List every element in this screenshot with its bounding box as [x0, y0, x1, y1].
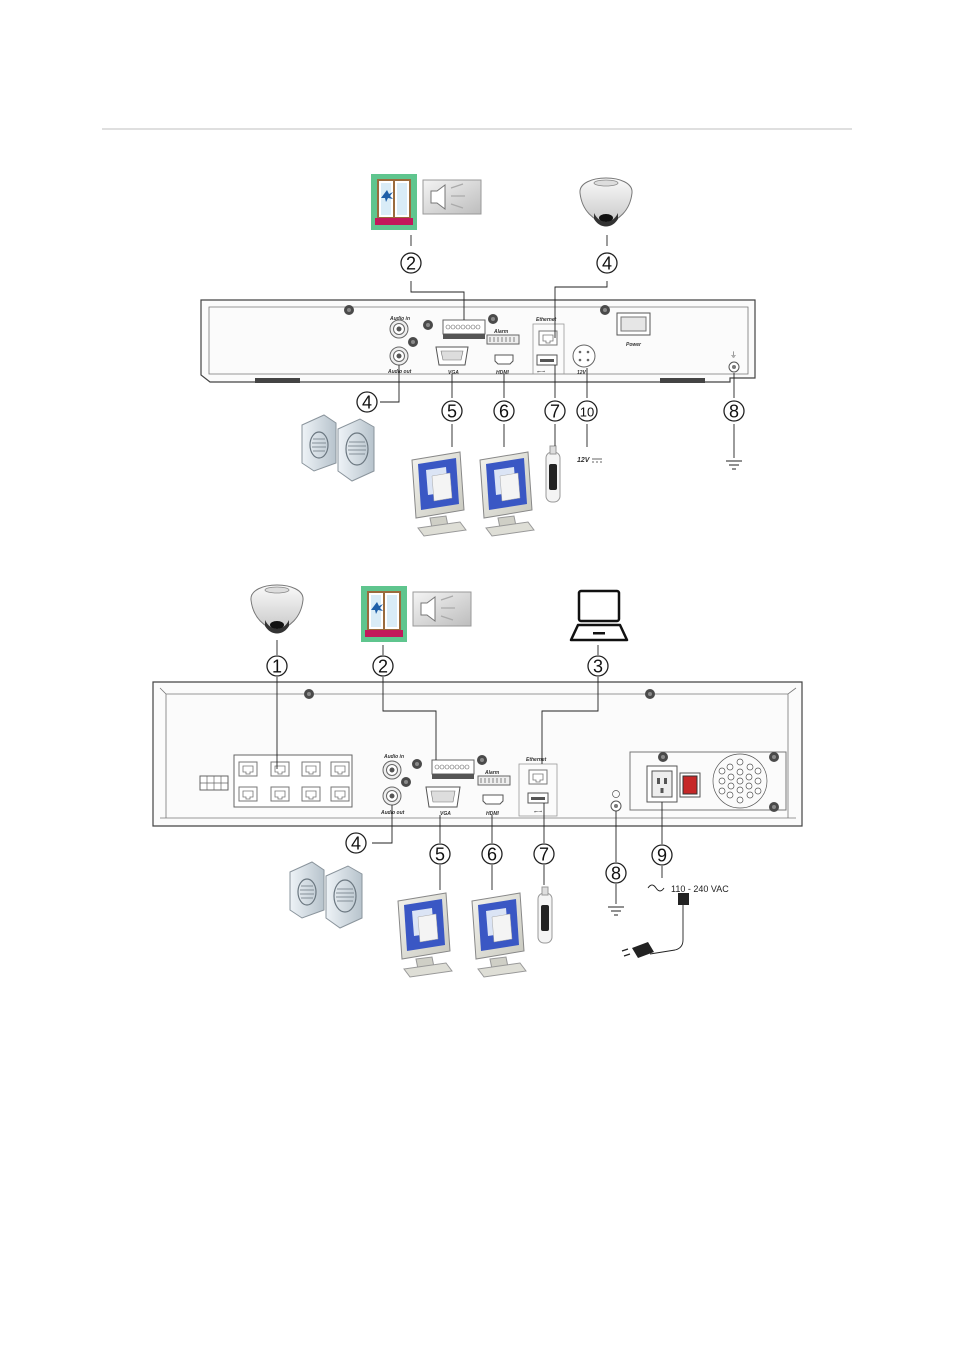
callout-circle: [356, 391, 378, 413]
callout-label: 5: [447, 402, 457, 422]
figure-1-recorder-rear-panel: Audio in Audio out Alarm VGA HDMI Ethern…: [200, 173, 756, 537]
dome-camera-icon: [250, 584, 304, 634]
audio-out-port: [389, 346, 409, 366]
callout-circle: [651, 844, 673, 866]
recorder-chassis: [200, 299, 756, 383]
usb-stick-icon: [545, 445, 561, 503]
callout-label: 2: [378, 657, 388, 677]
callout-label: 10: [580, 405, 594, 420]
hdmi-label: HDMI: [496, 370, 509, 376]
hdmi-label: HDMI: [486, 811, 499, 817]
svg-text:⭠⊸: ⭠⊸: [534, 809, 542, 815]
callout-label: 4: [602, 254, 612, 274]
figure-2-recorder-rear-panel: Audio in Audio out Alarm VGA HDMI Ethern…: [152, 584, 803, 978]
power-input-label: 12V: [577, 370, 587, 376]
callout-label: 3: [593, 657, 603, 677]
callout-label: 8: [611, 864, 621, 884]
callout-label: 6: [487, 845, 497, 865]
callout-label: 6: [499, 402, 509, 422]
callout-label: 8: [729, 402, 739, 422]
audio-in-label: Audio in: [383, 754, 404, 760]
callout-circle: [576, 400, 598, 422]
vga-label: VGA: [440, 811, 451, 817]
callout-circle: [441, 400, 463, 422]
callout-label: 2: [406, 254, 416, 274]
alarm-label: Alarm: [484, 770, 500, 776]
svg-text:⏚: ⏚: [730, 351, 737, 359]
callout-label: 7: [539, 845, 549, 865]
callout-circle: [429, 843, 451, 865]
svg-text:⭠⊸: ⭠⊸: [537, 369, 545, 375]
audio-in-port: [389, 319, 409, 339]
power-switch-label: Power: [626, 342, 642, 348]
vga-monitor-icon: [397, 892, 453, 978]
ethernet-port: [528, 769, 548, 785]
callout-circle: [605, 862, 627, 884]
vga-label: VGA: [448, 370, 459, 376]
usb-stick-icon: [537, 886, 553, 944]
callout-circle: [493, 400, 515, 422]
callout-label: 4: [362, 393, 372, 413]
speakers-icon: [301, 414, 375, 482]
audio-out-port: [382, 786, 402, 806]
callout-circle: [266, 655, 288, 677]
callout-label: 9: [657, 846, 667, 866]
hdmi-monitor-icon: [471, 892, 527, 978]
callout-circle: [481, 843, 503, 865]
alarm-window-siren-icon: [360, 585, 472, 643]
callout-circle: [544, 400, 566, 422]
laptop-icon: [569, 589, 629, 642]
alarm-label: Alarm: [493, 329, 509, 335]
callout-circle: [533, 843, 555, 865]
ac-power-label: 110 - 240 VAC: [671, 884, 729, 894]
callout-circle: [345, 832, 367, 854]
callout-circle: [372, 655, 394, 677]
alarm-window-siren-icon: [370, 173, 482, 231]
ethernet-label: Ethernet: [526, 757, 547, 763]
callout-circle: [587, 655, 609, 677]
ethernet-label: Ethernet: [536, 317, 557, 323]
callout-label: 5: [435, 845, 445, 865]
audio-in-port: [382, 760, 402, 780]
callout-circle: [723, 400, 745, 422]
dc-power-label: 12V: [577, 457, 591, 464]
hdmi-monitor-icon: [479, 451, 535, 537]
vga-monitor-icon: [411, 451, 467, 537]
callout-label: 4: [351, 834, 361, 854]
callout-label: 7: [550, 402, 560, 422]
callout-circle: [400, 252, 422, 274]
callout-label: 1: [272, 657, 282, 677]
speakers-icon: [289, 861, 363, 929]
audio-in-label: Audio in: [389, 316, 410, 322]
ethernet-port: [538, 330, 558, 346]
dome-camera-icon: [579, 177, 633, 227]
callout-circle: [596, 252, 618, 274]
